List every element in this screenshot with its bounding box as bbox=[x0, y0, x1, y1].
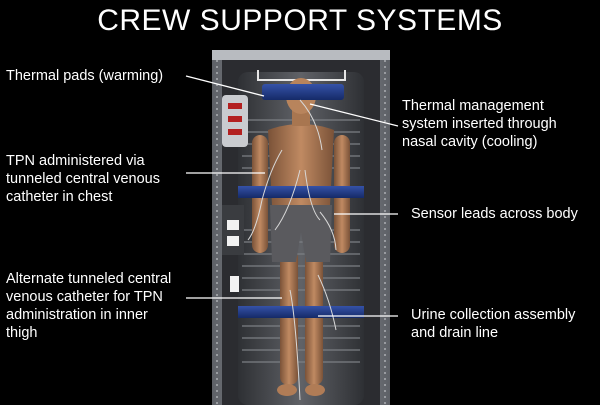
callout-thermal-pads: Thermal pads (warming) bbox=[6, 67, 163, 85]
callout-line: catheter in chest bbox=[6, 189, 113, 205]
diagram-title: CREW SUPPORT SYSTEMS bbox=[97, 4, 503, 37]
callout-line: tunneled central venous bbox=[6, 171, 160, 187]
callout-thermal-management: Thermal management system inserted throu… bbox=[402, 97, 557, 151]
callout-line: and drain line bbox=[411, 325, 499, 341]
callout-line: Sensor leads across body bbox=[411, 206, 578, 222]
callout-line: Thermal management bbox=[402, 98, 544, 114]
callout-line: nasal cavity (cooling) bbox=[402, 134, 538, 150]
callout-sensor-leads: Sensor leads across body bbox=[411, 205, 578, 223]
pod-equipment-panel bbox=[222, 95, 248, 292]
callout-tpn-chest: TPN administered via tunneled central ve… bbox=[6, 152, 160, 206]
callout-line: Alternate tunneled central bbox=[6, 271, 172, 287]
restraint-straps bbox=[238, 84, 364, 318]
callout-line: administration in inner bbox=[6, 307, 148, 323]
callout-urine-collection: Urine collection assembly and drain line bbox=[411, 306, 575, 342]
callout-line: venous catheter for TPN bbox=[6, 289, 163, 305]
callout-alternate-catheter: Alternate tunneled central venous cathet… bbox=[6, 270, 171, 342]
callout-line: Urine collection assembly bbox=[411, 307, 576, 323]
callout-line: Thermal pads (warming) bbox=[6, 68, 164, 84]
sensor-leads bbox=[247, 99, 337, 401]
callout-line: thigh bbox=[6, 325, 38, 341]
callout-line: system inserted through bbox=[402, 116, 557, 132]
callout-line: TPN administered via bbox=[6, 153, 145, 169]
callout-leader-lines bbox=[185, 75, 399, 317]
